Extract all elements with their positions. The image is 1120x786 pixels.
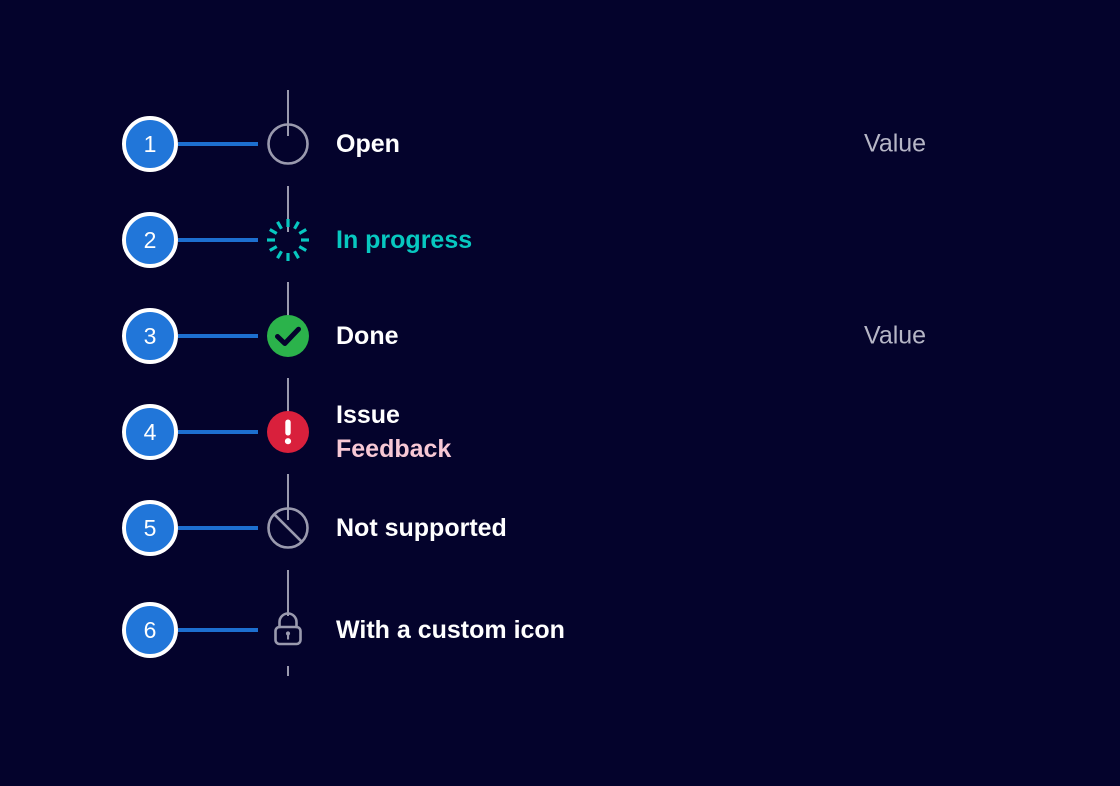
connector-line-1 bbox=[178, 142, 258, 146]
status-done-icon bbox=[263, 311, 313, 361]
row-label-block-1: Open bbox=[336, 127, 400, 161]
row-label-block-4: Issue Feedback bbox=[336, 398, 451, 466]
lock-icon bbox=[263, 605, 313, 655]
status-open-icon bbox=[263, 119, 313, 169]
connector-line-4 bbox=[178, 430, 258, 434]
status-label-3: Done bbox=[336, 322, 399, 350]
row-value-1: Value bbox=[864, 129, 927, 158]
status-label-1: Open bbox=[336, 130, 400, 158]
connector-line-5 bbox=[178, 526, 258, 530]
status-label-6: With a custom icon bbox=[336, 616, 565, 644]
row-label-block-2: In progress bbox=[336, 223, 472, 257]
step-number-badge-6[interactable]: 6 bbox=[122, 602, 178, 658]
status-in-progress-icon bbox=[263, 215, 313, 265]
step-number-badge-3[interactable]: 3 bbox=[122, 308, 178, 364]
row-label-block-3: Done bbox=[336, 319, 399, 353]
step-number-badge-1[interactable]: 1 bbox=[122, 116, 178, 172]
connector-line-3 bbox=[178, 334, 258, 338]
row-value-3: Value bbox=[864, 321, 927, 350]
timeline-spine bbox=[287, 90, 289, 676]
connector-line-2 bbox=[178, 238, 258, 242]
step-number-badge-4[interactable]: 4 bbox=[122, 404, 178, 460]
step-number-badge-5[interactable]: 5 bbox=[122, 500, 178, 556]
connector-line-6 bbox=[178, 628, 258, 632]
status-label-5: Not supported bbox=[336, 514, 507, 542]
step-number-badge-2[interactable]: 2 bbox=[122, 212, 178, 268]
status-label-4: Issue bbox=[336, 401, 400, 429]
status-not-supported-icon bbox=[263, 503, 313, 553]
row-label-block-5: Not supported bbox=[336, 511, 507, 545]
status-label-2: In progress bbox=[336, 226, 473, 254]
row-label-block-6: With a custom icon bbox=[336, 613, 565, 647]
status-issue-icon bbox=[263, 407, 313, 457]
status-sublabel-4: Feedback bbox=[336, 435, 452, 463]
